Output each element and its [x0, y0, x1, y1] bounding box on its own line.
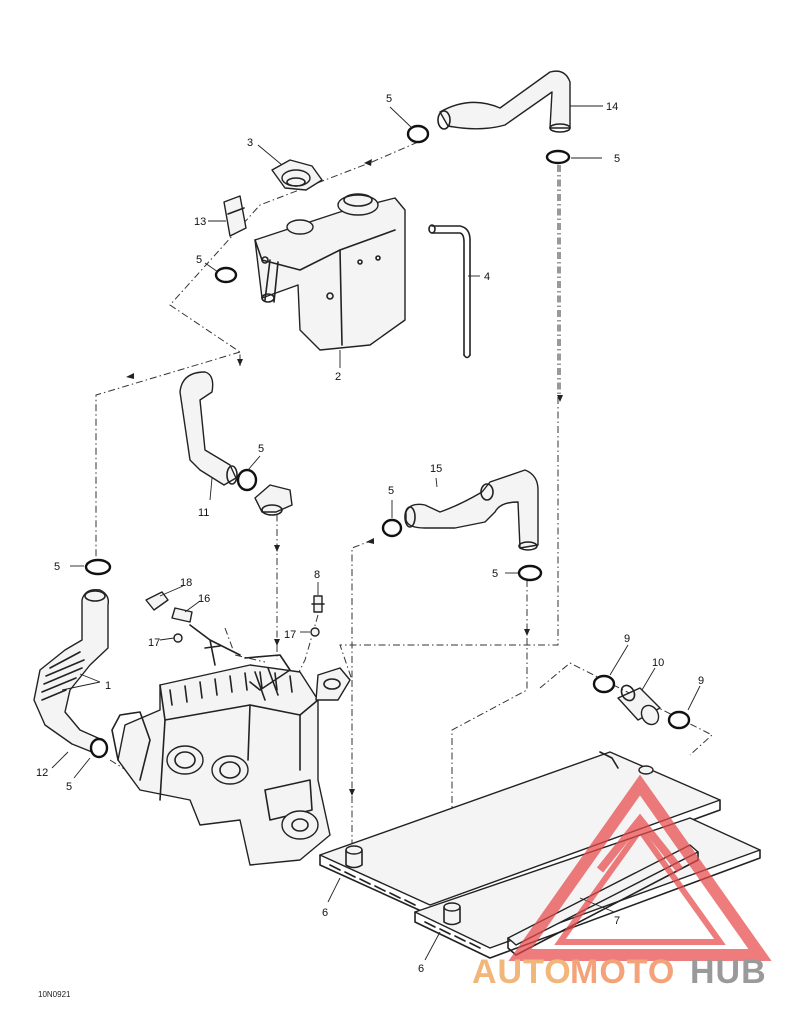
clamp-5-engine-top	[84, 558, 112, 576]
callout-5: 5	[258, 443, 264, 455]
clamp-5-tank	[214, 266, 238, 284]
callout-9: 9	[698, 675, 704, 687]
callout-5: 5	[386, 93, 392, 105]
clamp-9-right	[667, 710, 691, 730]
callout-16: 16	[198, 593, 210, 605]
bypass-tube	[617, 684, 661, 726]
clamp-5-hose11	[236, 468, 258, 492]
watermark-auto: AUTO	[472, 953, 572, 991]
callout-6: 6	[418, 963, 424, 975]
callout-14: 14	[606, 101, 618, 113]
callout-11: 11	[198, 507, 209, 519]
callout-7: 7	[614, 915, 620, 927]
callout-15: 15	[430, 463, 442, 475]
watermark-moto: MOTO	[570, 953, 675, 991]
coolant-reservoir	[254, 193, 406, 351]
callout-2: 2	[335, 371, 341, 383]
hose-clamps	[84, 124, 691, 759]
clamp-5-engine-bottom	[89, 737, 109, 759]
callout-5: 5	[614, 153, 620, 165]
upper-hose	[437, 70, 571, 133]
leader-lines	[51, 105, 701, 961]
callout-12: 12	[36, 767, 48, 779]
clamp-5-hose15-right	[517, 564, 543, 582]
clamp-5-upper-left	[406, 124, 430, 144]
callout-5: 5	[66, 781, 72, 793]
watermark-triangle	[508, 774, 772, 961]
clamp-5-upper-right	[545, 149, 571, 165]
reservoir-cap	[271, 159, 323, 191]
callout-10: 10	[652, 657, 664, 669]
watermark-logo	[508, 774, 772, 961]
callout-13: 13	[194, 216, 206, 228]
engine-hose	[33, 589, 110, 753]
engine-block	[111, 624, 351, 866]
callout-8: 8	[314, 569, 320, 581]
radiator-upper	[319, 751, 721, 916]
callout-9: 9	[624, 633, 630, 645]
figure-id: 10N0921	[38, 990, 71, 999]
callout-5: 5	[492, 568, 498, 580]
sensor-fittings	[145, 591, 325, 643]
callout-numbers: 5 14 5 3 13 5 4 2 5 11 5 15 5 5 1 12 5 1…	[36, 93, 704, 975]
watermark-text: AUTO MOTO HUB	[472, 953, 767, 991]
callout-1: 1	[105, 680, 111, 692]
callout-18: 18	[180, 577, 192, 589]
clamp-9-left	[592, 674, 616, 694]
callout-3: 3	[247, 137, 253, 149]
warning-label	[223, 195, 247, 237]
tank-to-engine-hose	[179, 371, 238, 486]
callout-5: 5	[388, 485, 394, 497]
radiator-hose	[404, 469, 539, 551]
thermostat-housing	[254, 484, 293, 516]
callout-5: 5	[196, 254, 202, 266]
callout-6: 6	[322, 907, 328, 919]
callout-17: 17	[148, 637, 160, 649]
radiator-lower	[414, 817, 761, 959]
callout-17: 17	[284, 629, 296, 641]
watermark-hub: HUB	[690, 953, 767, 991]
callout-5: 5	[54, 561, 60, 573]
vent-hose	[428, 224, 471, 359]
callout-4: 4	[484, 271, 490, 283]
clamp-5-hose15-left	[381, 518, 403, 538]
